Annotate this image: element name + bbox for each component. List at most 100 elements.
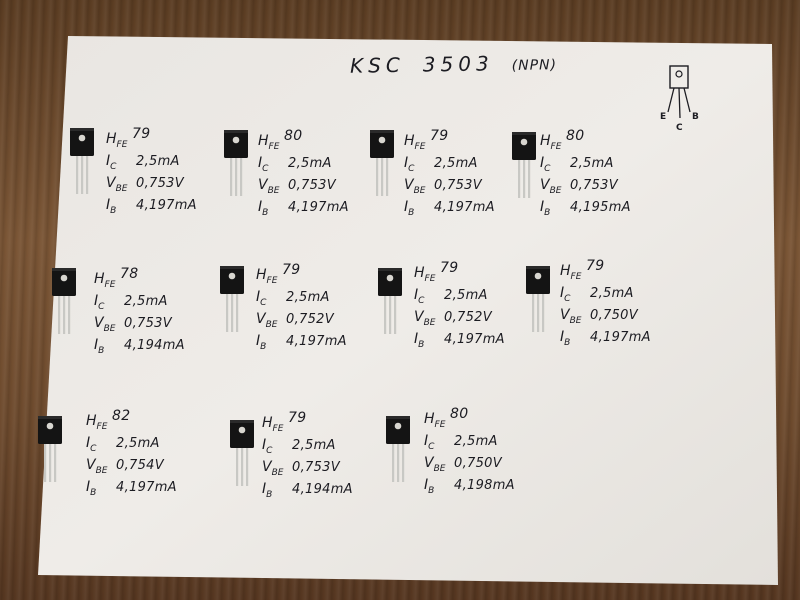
ib-value: 4,197mA [286,334,347,349]
transistor [384,416,414,484]
hfe-row: HFE79 [106,127,150,150]
transistor-shape [70,128,94,194]
vbe-symbol: VBE [94,315,116,334]
transistor-shape [52,268,76,334]
vbe-symbol: VBE [258,177,280,196]
ic-value: 2,5mA [570,156,614,171]
hfe-value: 79 [282,262,301,278]
ib-symbol: IB [424,477,435,496]
ib-value: 4,195mA [570,200,631,215]
hfe-row: HFE79 [262,411,306,434]
vbe-row: VBE 0,753V [258,176,336,196]
ib-row: IB 4,197mA [256,332,347,352]
ib-row: IB 4,197mA [258,198,349,218]
ib-symbol: IB [414,331,425,350]
ib-value: 4,197mA [116,480,177,495]
transistor-shape [230,420,254,486]
pin-label-left: E [660,112,667,122]
ib-symbol: IB [86,479,97,498]
ic-row: IC 2,5mA [256,288,330,308]
transistor-shape [386,416,410,482]
hfe-symbol: HFE [540,133,562,152]
ic-value: 2,5mA [286,290,330,305]
hfe-symbol: HFE [258,133,280,152]
hfe-row: HFE80 [540,129,584,152]
vbe-symbol: VBE [404,177,426,196]
hfe-symbol: HFE [106,131,128,150]
ib-symbol: IB [540,199,551,218]
pinout-sketch [667,65,691,119]
vbe-value: 0,752V [286,312,334,327]
ib-row: IB 4,194mA [262,480,353,500]
ic-value: 2,5mA [444,288,488,303]
ib-row: IB 4,197mA [86,478,177,498]
transistor-shape [378,268,402,334]
ic-symbol: IC [94,293,105,312]
ib-row: IB 4,197mA [414,330,505,350]
hfe-value: 79 [288,410,307,426]
ib-symbol: IB [258,199,269,218]
hfe-symbol: HFE [404,133,426,152]
vbe-value: 0,754V [116,458,164,473]
hfe-symbol: HFE [414,265,436,284]
title-number: 3503 [422,51,494,77]
hfe-value: 80 [566,128,585,144]
ic-value: 2,5mA [292,438,336,453]
vbe-value: 0,753V [288,178,336,193]
ib-symbol: IB [106,197,117,216]
vbe-value: 0,753V [136,176,184,191]
transistor-shape [38,416,62,482]
ib-value: 4,197mA [444,332,505,347]
transistor [36,416,66,484]
ib-value: 4,194mA [292,482,353,497]
ic-symbol: IC [106,153,117,172]
hfe-value: 80 [450,406,469,422]
transistor-shape [512,132,536,198]
transistor [68,128,98,196]
ib-symbol: IB [256,333,267,352]
hfe-value: 80 [284,128,303,144]
ic-symbol: IC [256,289,267,308]
vbe-symbol: VBE [560,307,582,326]
ib-value: 4,194mA [124,338,185,353]
pinout-diagram: E C B [656,62,706,142]
ib-value: 4,197mA [590,330,651,345]
transistor [510,132,540,200]
ic-symbol: IC [540,155,551,174]
ic-value: 2,5mA [454,434,498,449]
vbe-value: 0,750V [590,308,638,323]
ib-value: 4,197mA [288,200,349,215]
vbe-symbol: VBE [424,455,446,474]
hfe-symbol: HFE [86,413,108,432]
vbe-value: 0,752V [444,310,492,325]
hfe-row: HFE80 [424,407,468,430]
ic-value: 2,5mA [434,156,478,171]
vbe-symbol: VBE [262,459,284,478]
pin-label-right: B [692,112,699,122]
hfe-symbol: HFE [262,415,284,434]
hfe-row: HFE82 [86,409,130,432]
transistor [50,268,80,336]
ib-symbol: IB [262,481,273,500]
hfe-row: HFE79 [414,261,458,284]
